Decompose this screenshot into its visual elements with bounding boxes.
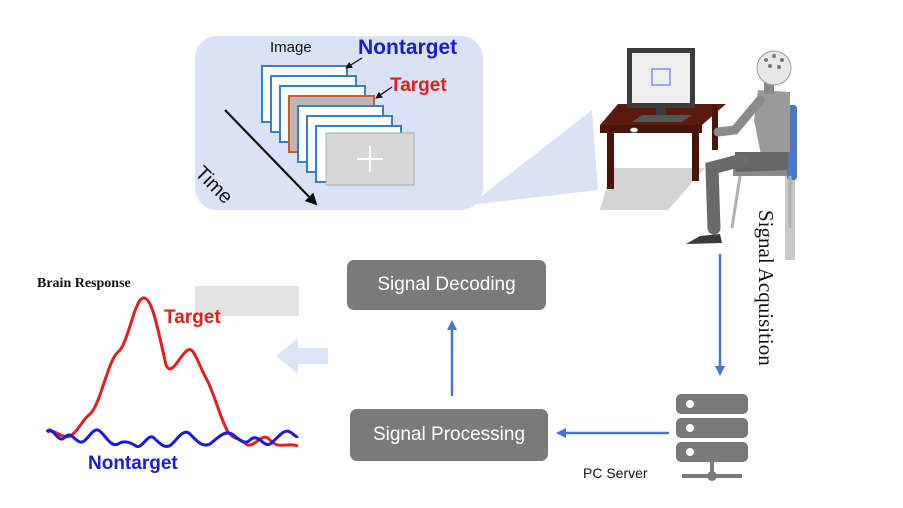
time-arrow bbox=[224, 109, 318, 206]
faded-bar bbox=[195, 286, 299, 316]
person-illustration bbox=[686, 50, 797, 260]
nontarget-response-label: Nontarget bbox=[88, 453, 178, 474]
target-waveform bbox=[46, 296, 299, 448]
signal-processing-box: Signal Processing bbox=[350, 409, 548, 461]
nontarget-stimulus-label: Nontarget bbox=[358, 36, 458, 59]
target-pointer-arrow bbox=[375, 86, 393, 99]
pc-server-label: PC Server bbox=[583, 465, 648, 481]
server-icon bbox=[676, 394, 748, 481]
signal-decoding-box: Signal Decoding bbox=[347, 260, 546, 310]
nontarget-waveform bbox=[45, 428, 300, 449]
signal-acquisition-label: Signal Acquisition bbox=[754, 210, 778, 366]
image-stack bbox=[261, 65, 415, 186]
nontarget-pointer-arrow bbox=[345, 57, 363, 69]
brain-response-title: Brain Response bbox=[37, 276, 131, 291]
output-arrow bbox=[276, 338, 328, 374]
target-response-label: Target bbox=[164, 307, 221, 328]
target-stimulus-label: Target bbox=[390, 75, 447, 96]
image-label: Image bbox=[270, 39, 312, 56]
brain-response-plot bbox=[45, 296, 300, 449]
